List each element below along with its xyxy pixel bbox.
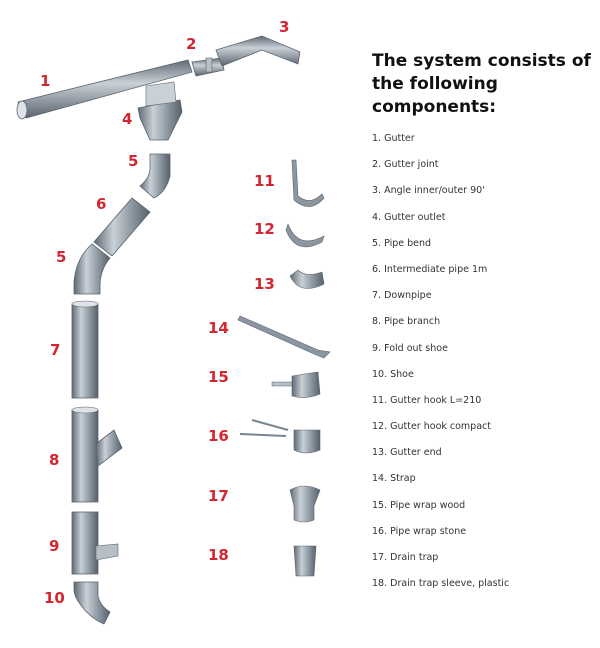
intermediate-pipe-part	[93, 197, 151, 257]
gutter-outlet-part	[137, 81, 183, 141]
list-item: 6. Intermediate pipe 1m	[372, 263, 488, 275]
list-item: 16. Pipe wrap stone	[372, 525, 467, 537]
callout-13: 13	[254, 275, 275, 293]
pipe-branch-part	[71, 406, 123, 503]
list-item: 11. Gutter hook L=210	[372, 394, 482, 406]
callout-11: 11	[254, 172, 275, 190]
callout-10: 10	[44, 589, 65, 607]
callout-14: 14	[208, 319, 229, 337]
downpipe-part	[71, 300, 99, 399]
gutter-part	[16, 59, 193, 120]
shoe-part	[73, 581, 111, 625]
callout-6: 6	[96, 195, 107, 213]
callout-2: 2	[186, 35, 197, 53]
list-item: 2. Gutter joint	[372, 159, 439, 171]
callout-9: 9	[49, 537, 60, 555]
gutter-joint-part	[191, 57, 225, 77]
gutter-end-part	[289, 269, 325, 289]
callout-18: 18	[208, 546, 229, 564]
fold-out-shoe-part	[71, 511, 119, 575]
callout-8: 8	[49, 451, 60, 469]
heading-line-1: The system consists of	[372, 51, 591, 71]
list-item: 17. Drain trap	[372, 552, 439, 563]
gutter-angle-part	[215, 35, 301, 67]
list-item: 9. Fold out shoe	[372, 342, 448, 354]
list-item: 7. Downpipe	[372, 290, 432, 302]
list-item: 15. Pipe wrap wood	[372, 499, 466, 511]
component-diagram	[16, 35, 331, 625]
drain-trap-part	[289, 485, 321, 523]
callout-7: 7	[50, 341, 61, 359]
pipe-bend-part-top	[139, 153, 171, 199]
pipe-bend-part-lower	[73, 243, 111, 295]
list-item: 12. Gutter hook compact	[372, 421, 491, 433]
pipe-wrap-stone-part	[239, 419, 321, 454]
callout-12: 12	[254, 220, 275, 238]
drain-trap-sleeve-part	[293, 545, 317, 577]
callout-3: 3	[279, 18, 290, 36]
heading-line-3: components:	[372, 97, 497, 117]
callout-5-lower: 5	[56, 248, 67, 266]
pipe-wrap-wood-part	[271, 371, 321, 398]
list-item: 10. Shoe	[372, 368, 414, 380]
callout-16: 16	[208, 427, 229, 445]
callout-17: 17	[208, 487, 229, 505]
callout-5-top: 5	[128, 152, 139, 170]
callout-4: 4	[122, 110, 133, 128]
list-item: 8. Pipe branch	[372, 316, 441, 328]
list-item: 4. Gutter outlet	[372, 211, 446, 223]
gutter-hook-part	[291, 159, 325, 207]
callout-1: 1	[40, 72, 51, 90]
list-item: 1. Gutter	[372, 133, 415, 144]
strap-part	[237, 315, 331, 359]
list-item: 5. Pipe bend	[372, 237, 432, 249]
list-item: 13. Gutter end	[372, 447, 442, 459]
page-heading: The system consists of the following com…	[372, 50, 592, 119]
callout-15: 15	[208, 368, 229, 386]
list-item: 14. Strap	[372, 473, 416, 485]
list-item: 3. Angle inner/outer 90'	[372, 185, 485, 197]
component-list: 1. Gutter 2. Gutter joint 3. Angle inner…	[372, 133, 592, 605]
list-item: 18. Drain trap sleeve, plastic	[372, 578, 510, 590]
gutter-hook-compact-part	[285, 223, 325, 248]
heading-line-2: the following	[372, 74, 498, 94]
